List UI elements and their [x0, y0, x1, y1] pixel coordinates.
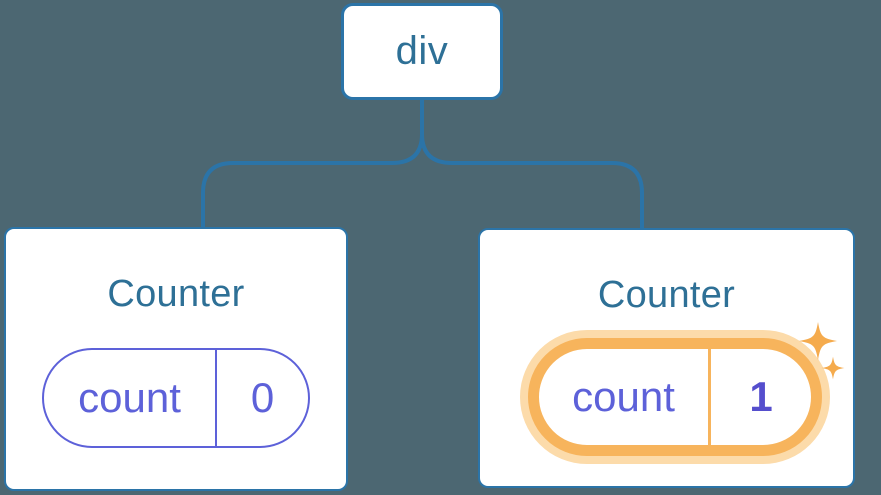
sparkle-icon — [799, 322, 837, 360]
counter-card-left: Counter count 0 — [4, 227, 348, 491]
state-key-label: count — [539, 349, 711, 445]
sparkle-icon-shape — [799, 322, 837, 360]
state-pill-highlighted: count 1 — [528, 338, 822, 456]
state-key-label: count — [44, 350, 217, 446]
component-title: Counter — [597, 274, 736, 316]
counter-card-right: Counter count 1 — [478, 228, 855, 488]
connector-right-branch — [420, 133, 644, 229]
state-pill: count 0 — [42, 348, 310, 448]
state-value: 1 — [749, 373, 773, 420]
state-value: 0 — [250, 374, 275, 421]
component-title: Counter — [107, 273, 245, 315]
sparkle-icon-shape — [821, 356, 845, 380]
root-node-div: div — [341, 3, 503, 100]
connector-left-branch — [201, 98, 424, 229]
root-node-label: div — [395, 29, 449, 73]
sparkle-icon — [821, 356, 845, 380]
